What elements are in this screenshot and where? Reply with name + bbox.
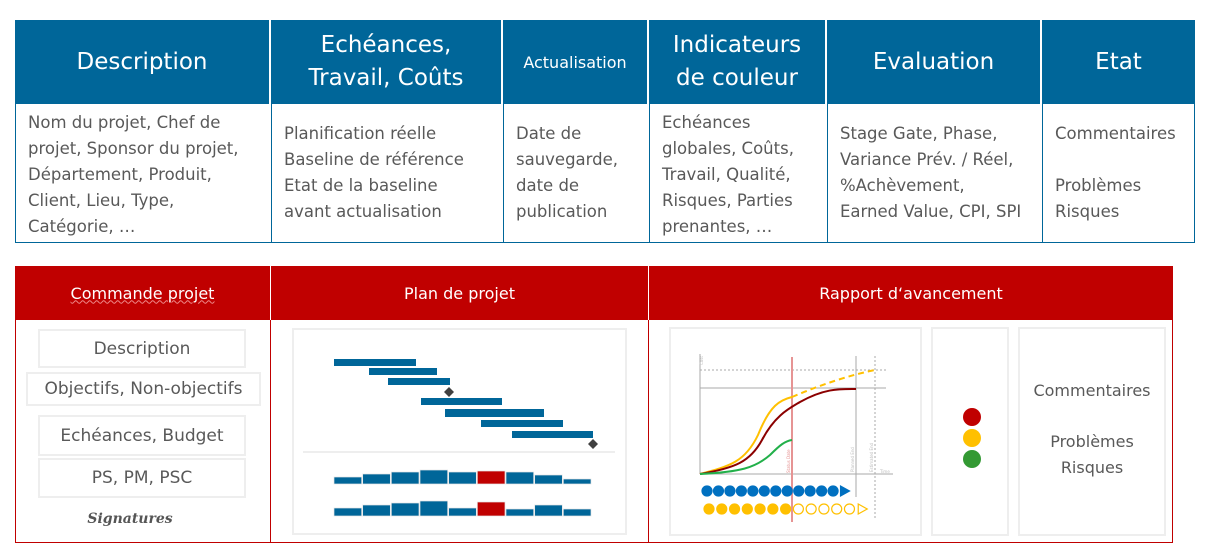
milestone-shape-icon bbox=[767, 503, 779, 515]
signatures-label: Signatures bbox=[87, 511, 173, 527]
header-evaluation: Evaluation bbox=[827, 20, 1042, 104]
header-plan-projet: Plan de projet bbox=[271, 266, 649, 320]
traffic-light-green-icon bbox=[963, 450, 981, 468]
traffic-light-red-icon bbox=[963, 408, 981, 426]
milestone-shape-icon bbox=[780, 503, 792, 515]
milestone-diamond-icon bbox=[444, 387, 454, 397]
milestone-shape-icon bbox=[701, 485, 713, 497]
earned-value-curve bbox=[699, 439, 793, 475]
item-ps-pm-psc: PS, PM, PSC bbox=[38, 458, 246, 498]
histogram-bar bbox=[534, 474, 563, 485]
header-commande-projet: Commande projet bbox=[15, 266, 271, 320]
milestone-shape-icon bbox=[839, 484, 851, 498]
actual-cost-curve bbox=[699, 387, 857, 475]
milestone-shape-icon bbox=[703, 503, 715, 515]
forecast-curve bbox=[791, 369, 876, 398]
resource-histogram-1 bbox=[333, 469, 592, 485]
histogram-bar bbox=[419, 500, 449, 517]
milestone-shape-icon bbox=[741, 503, 753, 515]
item-objectifs: Objectifs, Non-objectifs bbox=[26, 372, 261, 406]
gantt-bar bbox=[512, 431, 593, 438]
histogram-bar bbox=[333, 507, 363, 517]
gantt-bar bbox=[481, 420, 563, 427]
milestone-shape-icon bbox=[857, 502, 869, 516]
cell-actualisation: Date de sauvegarde, date de publication bbox=[503, 104, 649, 243]
etat-text: Commentaires Problèmes Risques bbox=[1033, 381, 1151, 477]
gantt-bar bbox=[445, 409, 544, 417]
histogram-bar bbox=[476, 470, 506, 485]
milestone-shape-icon bbox=[728, 503, 741, 515]
item-echeances-budget: Echéances, Budget bbox=[38, 415, 246, 456]
gantt-bar bbox=[421, 398, 502, 405]
header-description: Description bbox=[15, 20, 271, 104]
histogram-bar bbox=[505, 508, 535, 517]
milestone-shape-icon bbox=[724, 485, 736, 497]
header-indicateurs: Indicateurs de couleur bbox=[649, 20, 827, 104]
histogram-bar bbox=[333, 476, 363, 485]
milestone-shape-icon bbox=[758, 485, 770, 497]
cell-indicateurs: Echéances globales, Coûts, Travail, Qual… bbox=[649, 104, 827, 243]
milestone-row-actual bbox=[701, 484, 851, 498]
status-date-label: Status Date bbox=[786, 449, 791, 473]
histogram-bar bbox=[448, 507, 477, 517]
milestone-shape-icon bbox=[816, 485, 828, 497]
rapport-body bbox=[648, 320, 1173, 543]
y-axis-label: Cost bbox=[699, 356, 704, 365]
histogram-bar bbox=[476, 501, 506, 517]
cell-etat: Commentaires Problèmes Risques bbox=[1042, 104, 1195, 243]
traffic-light-yellow-icon bbox=[963, 429, 981, 447]
header-rapport-avancement: Rapport d‘avancement bbox=[649, 266, 1173, 320]
milestone-shape-icon bbox=[827, 485, 839, 497]
milestone-shape-icon bbox=[735, 485, 747, 497]
gantt-bar bbox=[369, 368, 437, 375]
histogram-bar bbox=[419, 469, 449, 485]
milestone-shape-icon bbox=[793, 485, 805, 497]
cell-description: Nom du projet, Chef de projet, Sponsor d… bbox=[15, 104, 271, 243]
gantt-bar bbox=[388, 378, 450, 385]
milestone-shape-icon bbox=[843, 503, 856, 515]
histogram-bar bbox=[362, 473, 391, 485]
milestone-row-planned bbox=[703, 502, 869, 516]
histogram-bar bbox=[390, 502, 420, 517]
header-commande-label: Commande projet bbox=[70, 283, 215, 303]
milestone-shape-icon bbox=[754, 503, 766, 515]
histogram-bar bbox=[362, 504, 391, 517]
histogram-bar bbox=[505, 471, 535, 485]
histogram-bar bbox=[534, 504, 563, 517]
planned-curve bbox=[699, 396, 793, 475]
histogram-bar bbox=[562, 478, 592, 485]
milestone-shape-icon bbox=[747, 485, 759, 497]
etat-panel bbox=[1018, 327, 1166, 536]
cell-evaluation: Stage Gate, Phase, Variance Prév. / Réel… bbox=[827, 104, 1042, 243]
milestone-shape-icon bbox=[804, 485, 816, 497]
gantt-bars bbox=[334, 359, 593, 438]
histogram-bar bbox=[562, 508, 592, 517]
item-description: Description bbox=[38, 329, 246, 368]
milestone-shape-icon bbox=[818, 503, 830, 515]
header-echeances: Echéances, Travail, Coûts bbox=[271, 20, 503, 104]
header-actualisation: Actualisation bbox=[503, 20, 649, 104]
gantt-bar bbox=[334, 359, 416, 366]
milestone-shape-icon bbox=[831, 503, 843, 515]
milestone-diamond-icon bbox=[588, 439, 598, 449]
x-axis-label: Time bbox=[879, 469, 890, 474]
milestone-shape-icon bbox=[712, 485, 725, 497]
estimated-end-label: Estimated End bbox=[869, 442, 874, 472]
planned-end-label: Planned End bbox=[850, 447, 855, 472]
milestone-shape-icon bbox=[792, 503, 804, 515]
milestone-shape-icon bbox=[781, 485, 793, 497]
resource-histogram-2 bbox=[333, 500, 592, 517]
histogram-bar bbox=[448, 471, 477, 485]
milestone-shape-icon bbox=[770, 485, 782, 497]
top-table: Description Echéances, Travail, Coûts Ac… bbox=[15, 20, 1195, 243]
cell-echeances: Planification réelle Baseline de référen… bbox=[271, 104, 503, 243]
milestone-shape-icon bbox=[716, 503, 728, 515]
header-etat: Etat bbox=[1042, 20, 1195, 104]
milestone-shape-icon bbox=[805, 503, 817, 515]
scurve-panel bbox=[669, 327, 922, 536]
histogram-bar bbox=[390, 471, 420, 485]
